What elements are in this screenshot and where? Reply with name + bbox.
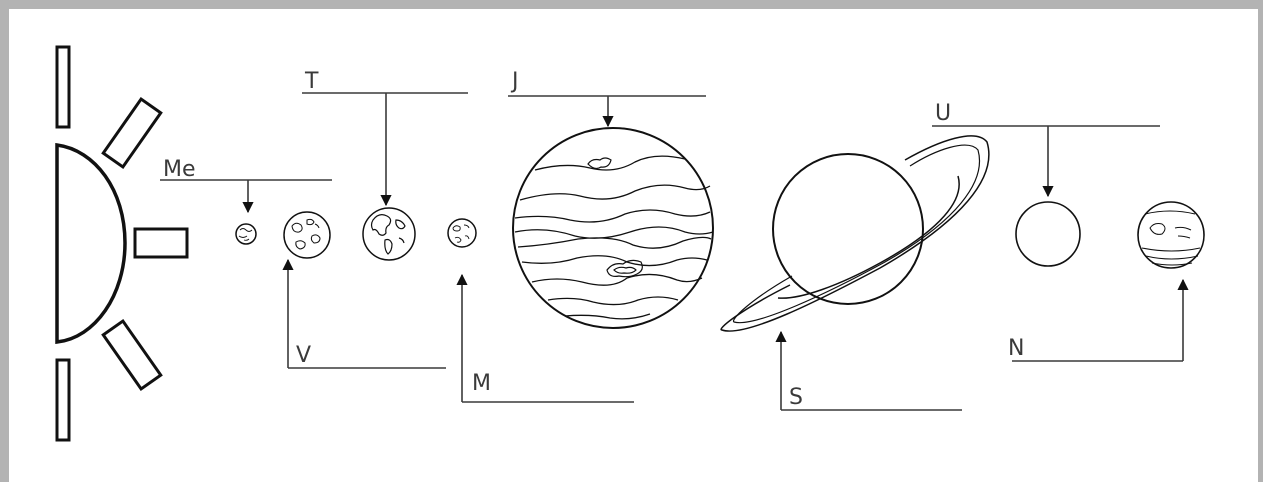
planet-mercury [236,224,256,244]
svg-text:M: M [472,371,491,396]
sun-ray [103,321,161,389]
svg-text:V: V [296,343,311,368]
planet-earth [363,208,415,260]
label-saturn: S [781,332,962,410]
sun [57,47,187,440]
sun-ray [57,360,69,440]
planet-uranus [1016,202,1080,266]
svg-text:J: J [510,69,519,94]
planet-jupiter [513,128,713,328]
sun-ray [135,229,187,257]
label-venus: V [288,260,446,368]
planet-mars [448,219,476,247]
label-jupiter: J [508,69,706,126]
label-earth: T [302,69,468,205]
label-uranus: U [932,101,1160,196]
planet-saturn [721,136,989,331]
sun-ray [57,47,69,127]
planet-venus [284,212,330,258]
svg-text:T: T [304,69,319,94]
sun-ray [103,99,161,167]
svg-text:Me: Me [163,157,196,182]
svg-text:N: N [1008,336,1024,361]
planet-neptune [1138,202,1204,268]
label-mercury: Me [160,157,332,212]
label-neptune: N [1008,280,1183,361]
svg-text:U: U [935,101,951,126]
svg-text:S: S [789,385,803,410]
label-mars: M [462,275,634,402]
